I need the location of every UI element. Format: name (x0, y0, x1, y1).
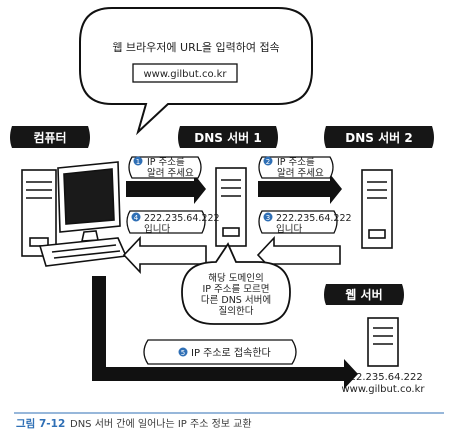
web-server-domain: www.gilbut.co.kr (341, 384, 425, 395)
dns-server-1-icon (215, 167, 247, 247)
step-3-badge (263, 212, 273, 222)
step-5-badge (178, 347, 188, 357)
label-web-server: 웹 서버 (324, 284, 404, 305)
step-1-line2: 알려 주세요 (147, 167, 194, 179)
arrow-step-5: 5 IP 주소로 접속한다 (92, 276, 358, 389)
figure-caption: 그림 7-12 DNS 서버 간에 일어나는 IP 주소 정보 교환 (14, 412, 444, 430)
step-5-line1: IP 주소로 접속한다 (191, 347, 271, 359)
computer-icon (21, 161, 141, 267)
mid-bubble-line-2: IP 주소를 모르면 (202, 284, 269, 295)
svg-text:1: 1 (136, 158, 140, 166)
step-1-badge (133, 156, 143, 166)
arrow-step-2: 2 IP 주소를 알려 주세요 (258, 156, 342, 204)
url-box (132, 63, 238, 83)
svg-text:2: 2 (266, 158, 270, 166)
svg-text:3: 3 (266, 214, 270, 222)
caption-text: DNS 서버 간에 일어나는 IP 주소 정보 교환 (70, 418, 252, 430)
web-server-icon (367, 317, 399, 367)
step-2-line1: IP 주소를 (277, 157, 315, 168)
arrow-step-1: 1 IP 주소를 알려 주세요 (126, 156, 206, 204)
step-4-badge (131, 212, 141, 222)
mid-bubble-line-4: 질의한다 (219, 305, 254, 317)
caption-label: 그림 7-12 (16, 418, 65, 430)
mid-bubble-line-3: 다른 DNS 서버에 (201, 295, 271, 306)
step-4-line1: 222.235.64.222 (144, 213, 220, 224)
svg-text:컴퓨터: 컴퓨터 (33, 130, 66, 145)
step-2-badge (263, 156, 273, 166)
label-dns-server-2: DNS 서버 2 (324, 126, 434, 148)
svg-text:5: 5 (181, 349, 185, 357)
label-dns-server-1: DNS 서버 1 (178, 126, 278, 148)
svg-text:4: 4 (134, 214, 139, 222)
arrow-step-3: 3 222.235.64.222 입니다 (256, 210, 352, 275)
bubble-top-text: 웹 브라우저에 URL을 입력하여 접속 (112, 40, 279, 54)
step-2-line2: 알려 주세요 (277, 167, 324, 179)
mid-speech-bubble: 해당 도메인의 IP 주소를 모르면 다른 DNS 서버에 질의한다 (181, 242, 291, 325)
step-3-line1: 222.235.64.222 (276, 213, 352, 224)
dns-server-2-icon (361, 169, 393, 249)
mid-bubble-line-1: 해당 도메인의 (208, 272, 263, 284)
step-4-line2: 입니다 (144, 223, 170, 235)
web-server-ip: 222.235.64.222 (343, 372, 423, 383)
label-computer: 컴퓨터 (10, 126, 90, 148)
svg-text:DNS 서버 1: DNS 서버 1 (194, 130, 261, 145)
url-text: www.gilbut.co.kr (143, 69, 227, 80)
step-1-line1: IP 주소를 (147, 157, 185, 168)
arrow-step-4: 4 222.235.64.222 입니다 (122, 210, 220, 275)
svg-text:웹 서버: 웹 서버 (345, 287, 382, 302)
svg-text:DNS 서버 2: DNS 서버 2 (345, 130, 412, 145)
top-speech-bubble: 웹 브라우저에 URL을 입력하여 접속 www.gilbut.co.kr (79, 7, 313, 136)
step-3-line2: 입니다 (276, 223, 302, 235)
